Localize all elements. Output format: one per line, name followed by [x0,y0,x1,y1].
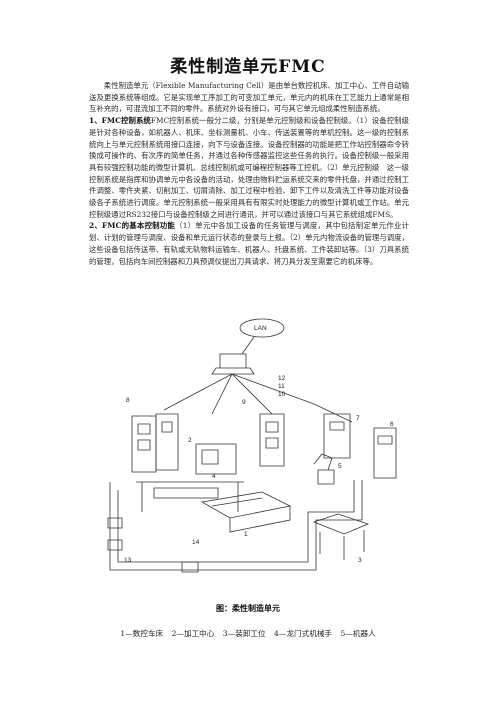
figure-number-6: 6 [390,421,394,428]
figure-number-3: 3 [358,557,362,564]
pallets [107,517,199,573]
section-2-text: （1）单元中各加工设备的任务管理与调度，其中包括制定单元作业计划、计划的管理与调… [89,221,409,266]
figure-number-5: 5 [338,463,342,470]
figure-number-13: 13 [124,557,132,564]
section-2-heading: 2、FMC的基本控制功能 [89,221,176,231]
lan-label: LAN [254,325,267,332]
legend-item: 4—龙门式机械手 [274,629,333,638]
cnc-lathe [200,491,292,533]
figure-number-12: 12 [278,375,286,382]
legend-item: 5—机器人 [340,629,376,638]
control-cabinet-right [323,413,351,459]
legend-item: 3—装卸工位 [222,629,266,638]
control-cabinet-left-2 [155,413,179,471]
figure-number-2: 2 [188,437,192,444]
tool-cabinet [373,427,397,479]
loading-station [312,513,370,560]
figure-number-4: 4 [212,473,216,480]
figure-number-11: 11 [278,383,285,390]
figure-number-8: 8 [126,397,130,404]
lan-cloud [239,318,285,338]
central-computer [211,353,255,375]
page-title: 柔性制造单元FMC [170,57,326,77]
legend-item: 1—数控车床 [120,629,164,638]
section-2-paragraph: 2、FMC的基本控制功能（1）单元中各加工设备的任务管理与调度，其中包括制定单元… [89,220,409,267]
figure-number-9: 9 [242,399,246,406]
fmc-diagram: LAN 12 11 10 9 8 7 6 5 4 3 2 1 14 13 [107,318,397,573]
gantry-manipulator [136,481,244,512]
figure-legend: 1—数控车床 2—加工中心 3—装卸工位 4—龙门式机械手 5—机器人 [0,628,496,639]
figure-caption: 图：柔性制造单元 [216,603,280,613]
figure-number-10: 10 [278,391,286,398]
section-1-heading: 1、FMC控制系统 [89,116,151,126]
control-cabinet-center [259,413,285,467]
conveyor-loop [109,480,363,571]
intro-paragraph: 柔性制造单元（Flexible Manufacturing Cell）是由单台数… [89,81,409,114]
figure-number-1: 1 [244,531,248,538]
machining-center [195,443,237,475]
body-text: 柔性制造单元（Flexible Manufacturing Cell）是由单台数… [89,80,416,267]
figure-number-7: 7 [356,415,360,422]
figure-number-14: 14 [192,539,200,546]
robot [313,453,335,485]
legend-item: 2—加工中心 [171,629,215,638]
control-cabinet-left [131,415,157,473]
section-1-paragraph: 1、FMC控制系统FMC控制系统一般分二级，分别是单元控制级和设备控制级。（1）… [89,115,416,220]
section-1-text: FMC控制系统一般分二级，分别是单元控制级和设备控制级。（1）设备控制级 是针对… [89,116,417,219]
